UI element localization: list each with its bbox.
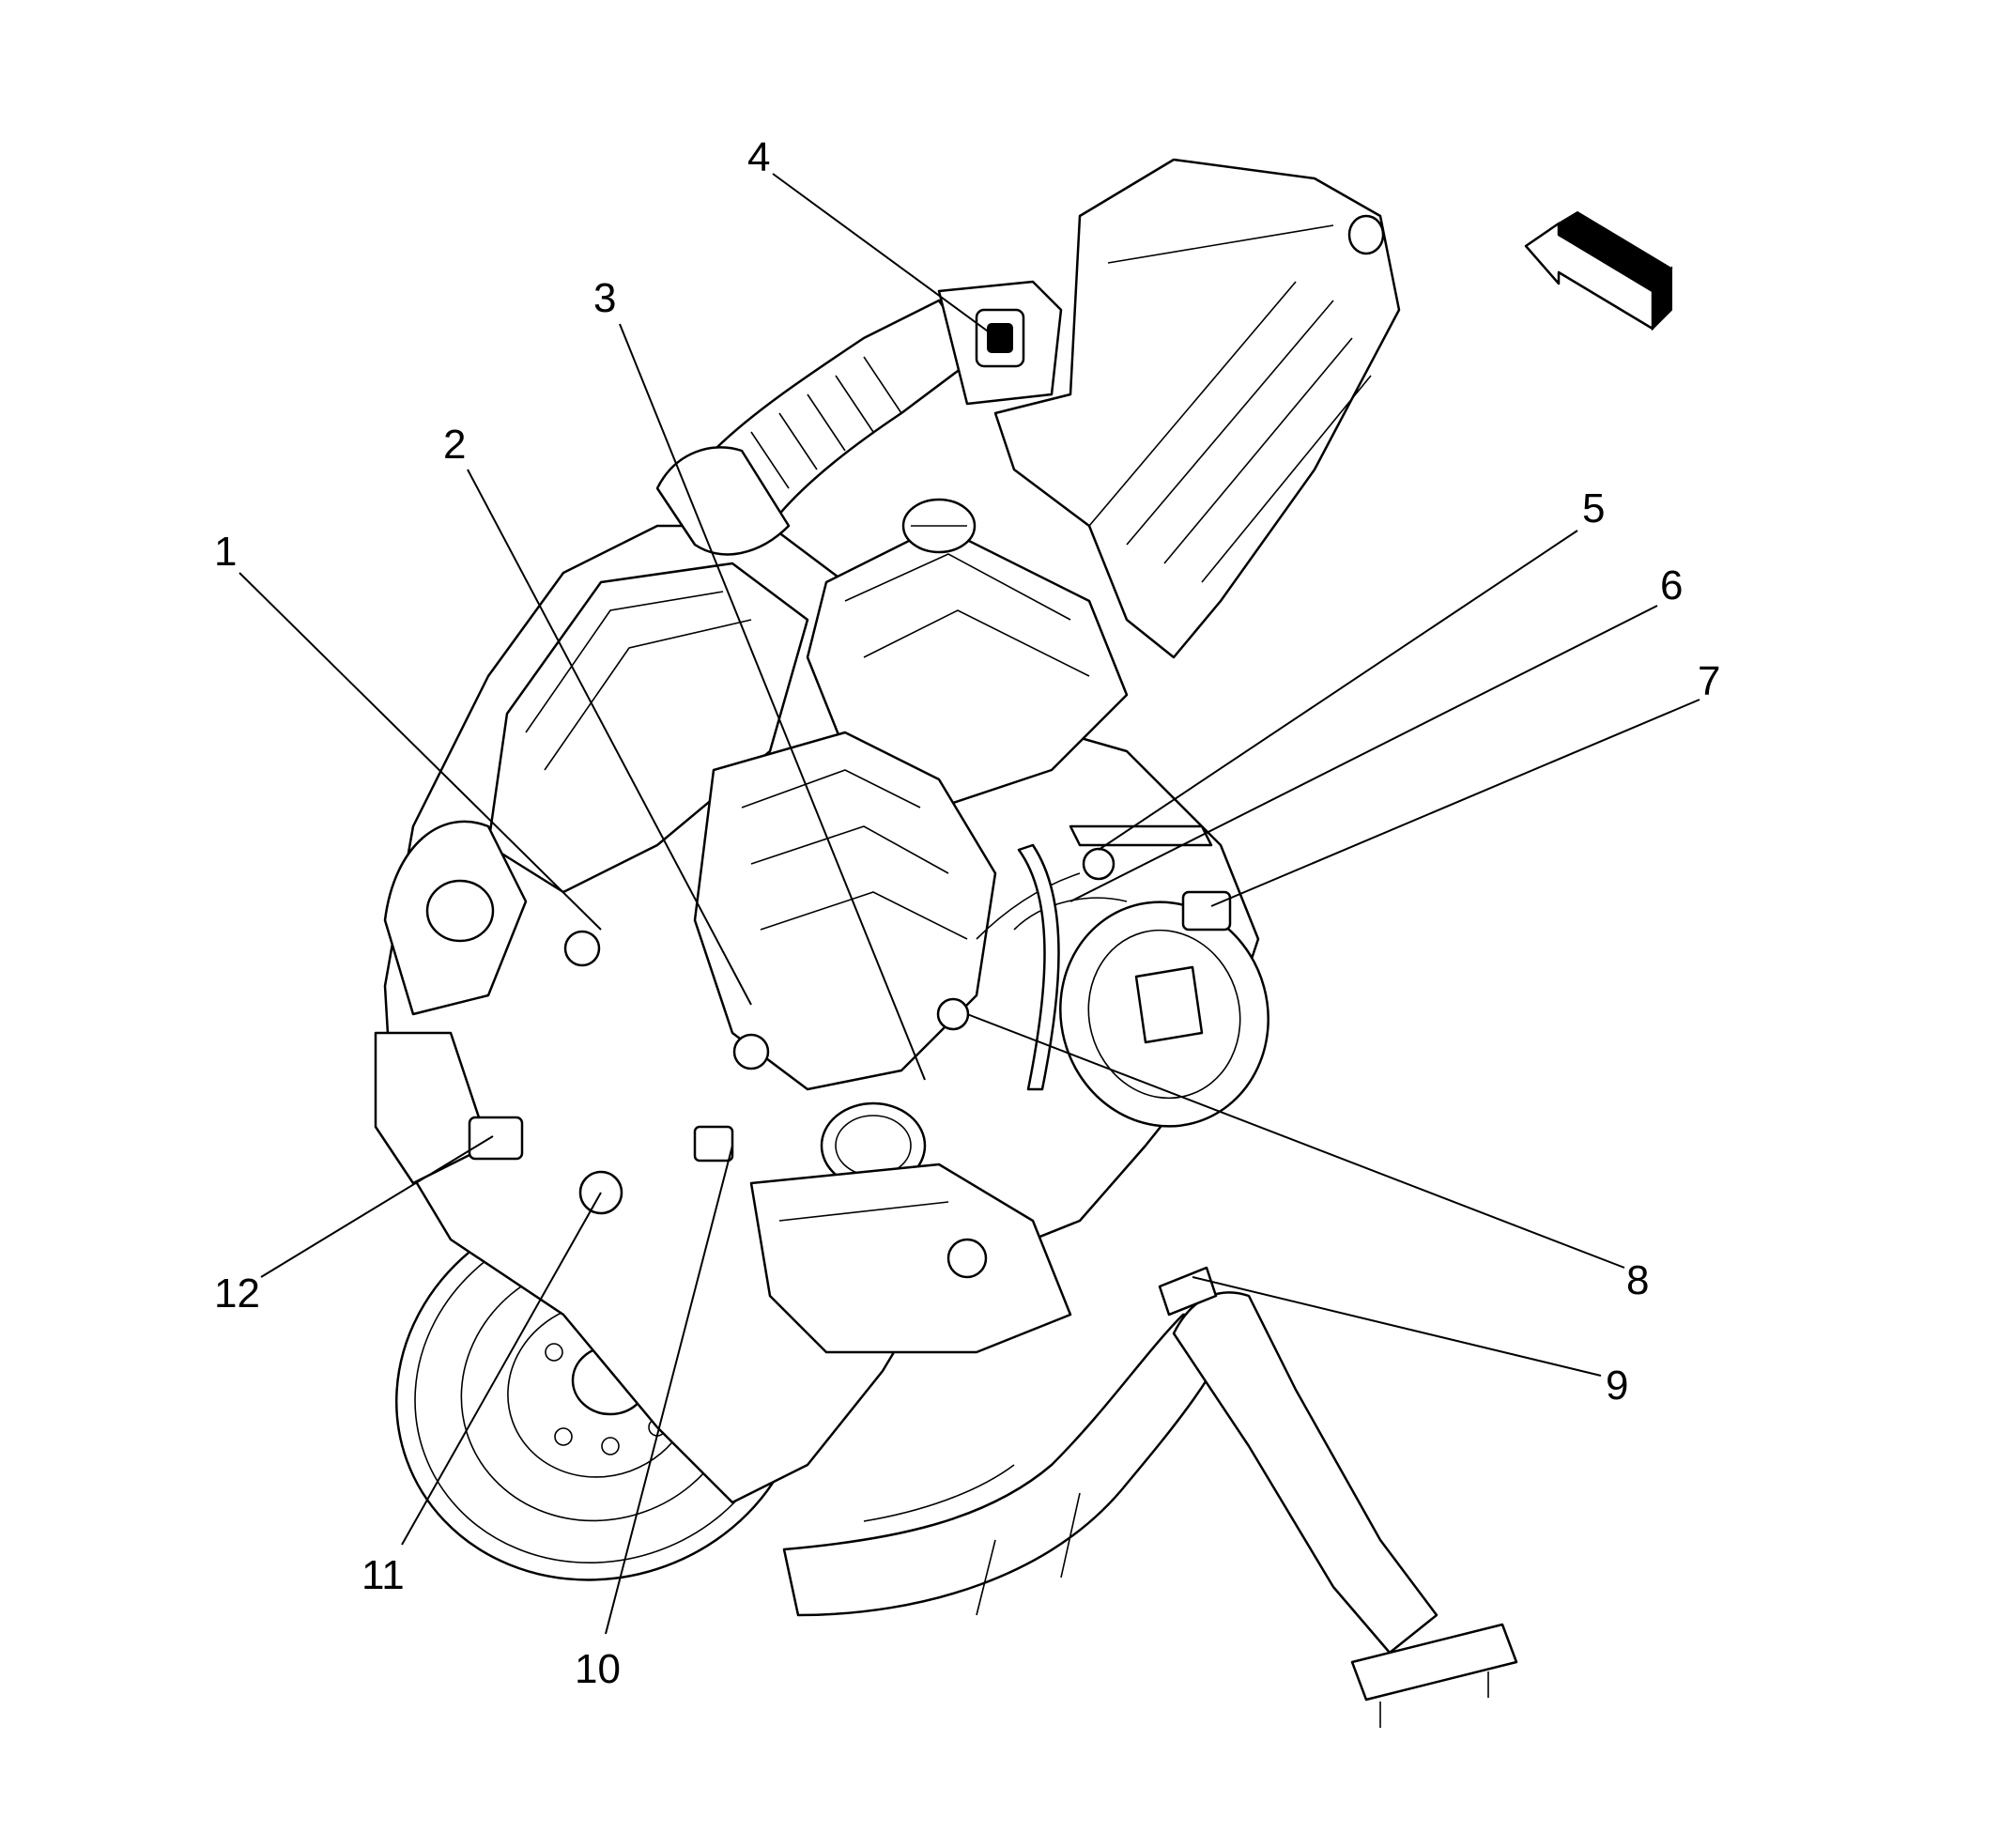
callout-3: 3 <box>593 275 616 321</box>
callout-leaders <box>238 173 1700 1635</box>
leader-5 <box>1098 530 1578 851</box>
callout-6: 6 <box>1660 562 1683 608</box>
forward-arrow-icon <box>1524 210 1673 331</box>
leader-2 <box>467 469 752 1006</box>
leader-11 <box>401 1192 602 1546</box>
callout-5: 5 <box>1582 485 1605 531</box>
leader-8 <box>966 1013 1625 1269</box>
callout-8: 8 <box>1626 1257 1649 1303</box>
leader-4 <box>772 173 992 334</box>
engine-illustration <box>374 158 1673 1728</box>
leader-12 <box>260 1135 494 1278</box>
engine-block <box>374 498 1269 1504</box>
leader-3 <box>619 323 926 1081</box>
callout-labels: 1 2 3 4 5 6 7 8 9 10 11 12 <box>214 134 1720 1692</box>
callout-10: 10 <box>575 1646 621 1692</box>
callout-2: 2 <box>443 422 466 468</box>
callout-12: 12 <box>214 1270 260 1317</box>
leader-1 <box>238 572 602 931</box>
callout-9: 9 <box>1606 1363 1628 1409</box>
callout-1: 1 <box>214 529 237 575</box>
leader-9 <box>1192 1276 1602 1377</box>
air-intake <box>655 158 1401 659</box>
callout-4: 4 <box>747 134 770 180</box>
leader-6 <box>1069 605 1658 902</box>
leader-7 <box>1210 699 1700 907</box>
callout-11: 11 <box>362 1552 405 1598</box>
callout-7: 7 <box>1698 658 1720 704</box>
leader-10 <box>605 1145 733 1635</box>
